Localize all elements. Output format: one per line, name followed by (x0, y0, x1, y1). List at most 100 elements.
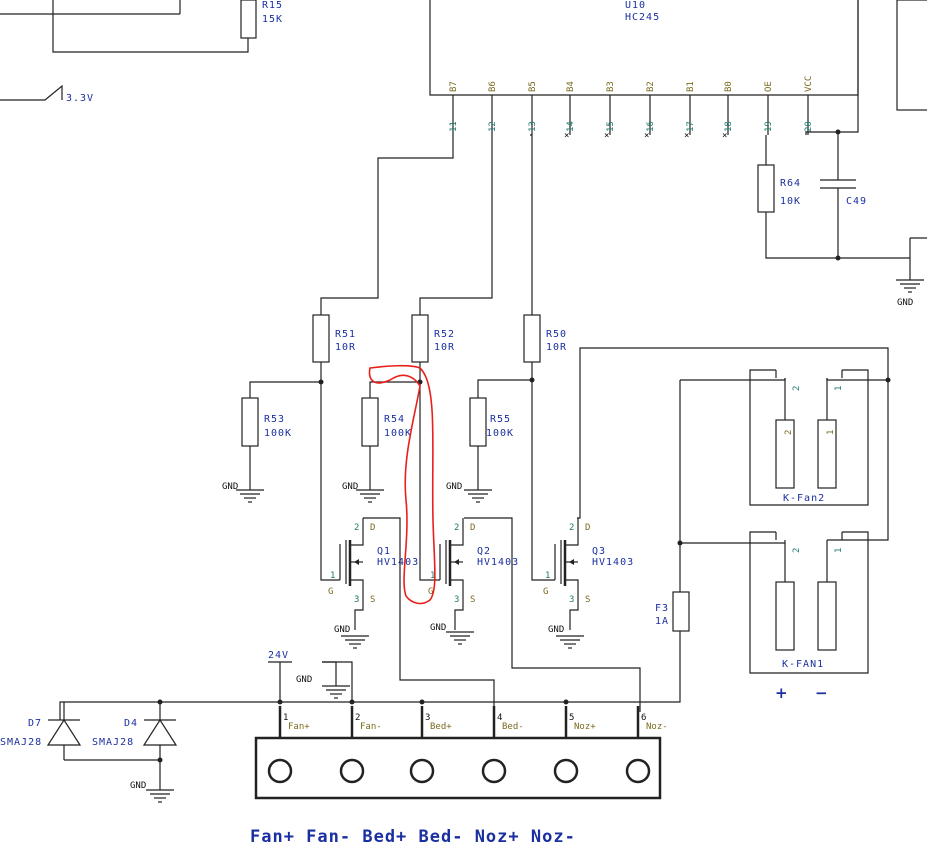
source-pin-num: 3 (569, 595, 574, 605)
k-fan1-pin2-num: 2 (792, 548, 802, 553)
net-r64-gnd (765, 212, 910, 259)
net-q3-drain (577, 347, 889, 519)
drain-label: D (585, 523, 590, 533)
terminal-pin-name: Bed+ (430, 722, 452, 732)
terminal-screw (481, 758, 507, 784)
r54-value: 100K (384, 428, 412, 439)
k-fan1-pin2 (775, 581, 795, 651)
u10-pin-number: 18 (724, 121, 734, 132)
gnd-label: GND (446, 482, 462, 492)
u10-pin-name: B0 (724, 81, 734, 92)
r64-value: 10K (780, 196, 801, 207)
terminal-pin-name: Bed- (502, 722, 524, 732)
r15-ref: R15 (262, 0, 283, 11)
u10-pin-name: B2 (646, 81, 656, 92)
rail-3v3-label: 3.3V (66, 93, 94, 104)
u10-ref: U10 (625, 0, 646, 11)
gnd-label: GND (222, 482, 238, 492)
k-fan1-pin1 (817, 581, 837, 651)
f3-fuse (672, 591, 690, 632)
r54-resistor (361, 397, 379, 447)
terminal-screw (625, 758, 651, 784)
terminal-pin-name: Noz- (646, 722, 668, 732)
rail-24v-label: 24V (268, 650, 289, 661)
no-connect-mark: × (684, 131, 689, 141)
net-b6 (419, 135, 493, 315)
drain-label: D (470, 523, 475, 533)
net-q1-drain (363, 517, 495, 712)
no-connect-mark: × (604, 131, 609, 141)
r15-resistor (240, 0, 257, 39)
r51-ref: R51 (335, 329, 356, 340)
r50-block: R50 10R (523, 314, 567, 363)
k-fan1-label: K-FAN1 (782, 659, 824, 670)
u10-pin-name: B1 (686, 81, 696, 92)
d7-tvs: D7 SMAJ28 (0, 702, 82, 760)
net-vcc (805, 0, 859, 135)
gnd-label: GND (130, 781, 146, 791)
u10-pin-name: VCC (804, 76, 814, 92)
q1-ref: Q1 (377, 546, 391, 557)
r53-ref: R53 (264, 414, 285, 425)
net-gate-q1 (320, 362, 340, 581)
u10-pin-name: B7 (449, 81, 459, 92)
net-q2-drain (464, 517, 641, 712)
gate-pin-num: 1 (545, 571, 550, 581)
r53-value: 100K (264, 428, 292, 439)
u10-pin-number: 15 (606, 121, 616, 132)
net-gate-q3 (531, 362, 555, 581)
terminal-screw (409, 758, 435, 784)
r64-ref: R64 (780, 178, 801, 189)
d4-ref: D4 (124, 718, 138, 729)
r15-block: R15 15K (0, 0, 283, 53)
gnd-label: GND (296, 675, 312, 685)
no-connect-mark: × (564, 131, 569, 141)
gate-label: G (428, 587, 433, 597)
terminal-screw (339, 758, 365, 784)
u10-pin-name: B6 (488, 81, 498, 92)
u10-pin-number: 12 (488, 121, 498, 132)
d7-ref: D7 (28, 718, 42, 729)
u10-pin-name: OE (764, 81, 774, 92)
terminal-pin-name: Fan- (360, 722, 382, 732)
d7-part: SMAJ28 (0, 737, 42, 748)
u10-pins: B711B612B513B414×B315×B216×B117×B018×OE1… (449, 76, 814, 141)
k-fan2-pin1-num: 1 (834, 386, 844, 391)
net-fan-plus (679, 380, 785, 544)
source-label: S (585, 595, 590, 605)
f3-ref: F3 (655, 603, 669, 614)
gnd-label: GND (897, 298, 913, 308)
source-pin-num: 3 (454, 595, 459, 605)
r50-value: 10R (546, 342, 567, 353)
mosfets: G1D2S3Q1HV1403G1D2S3Q2HV1403G1D2S3Q3HV14… (328, 518, 633, 630)
r52-resistor (411, 314, 429, 363)
u10-pin-number: 17 (686, 121, 696, 132)
r64-resistor (757, 164, 775, 213)
d4-part: SMAJ28 (92, 737, 134, 748)
r15-value: 15K (262, 14, 283, 25)
r50-ref: R50 (546, 329, 567, 340)
r52-ref: R52 (434, 329, 455, 340)
drain-label: D (370, 523, 375, 533)
r54-ref: R54 (384, 414, 405, 425)
gate-label: G (328, 587, 333, 597)
u10-pin-number: 11 (449, 121, 459, 132)
k-fan1-pin1-num: 1 (834, 548, 844, 553)
u10-pin-number: 13 (528, 121, 538, 132)
c49-label: C49 (846, 196, 867, 207)
gnd-label: GND (334, 625, 350, 635)
net-b5 (530, 134, 533, 315)
terminal-pin-num: 4 (497, 713, 502, 723)
drain-pin-num: 2 (569, 523, 574, 533)
u10-part: HC245 (625, 12, 660, 23)
terminal-legend: Fan+ Fan- Bed+ Bed- Noz+ Noz- (250, 827, 576, 847)
r55-resistor (469, 397, 487, 447)
offpage-component (896, 0, 927, 111)
u10-pin-number: 14 (566, 121, 576, 132)
gate-pin-num: 1 (430, 571, 435, 581)
r52-block: R52 10R (411, 314, 455, 363)
k-fan2-inner-pin2: 2 (784, 430, 794, 435)
